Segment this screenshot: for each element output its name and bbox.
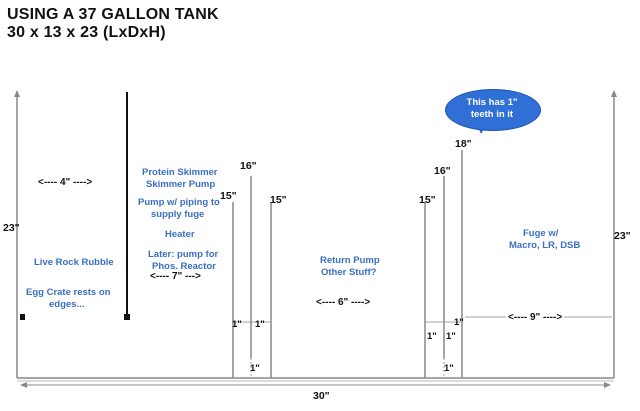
left-height-label: 23" [3, 222, 20, 234]
baffle-f-height: 18" [455, 138, 472, 150]
right-height-arrow-top [611, 90, 617, 97]
left-width-label: <---- 4" ----> [38, 177, 93, 188]
return-width-label: <---- 6" ----> [316, 297, 371, 308]
later-pump-label: Later: pump for [148, 249, 219, 260]
right-height-label: 23" [614, 230, 631, 242]
gap-c-label: 1" [427, 331, 437, 342]
egg-crate-label: Egg Crate rests on [26, 287, 111, 298]
callout-text: This has 1" teeth in it [445, 97, 539, 121]
return-pump-label: Return Pump [320, 255, 380, 266]
egg-crate-support-right [124, 314, 130, 320]
baffle-a-height: 15" [220, 190, 237, 202]
skimmer-width-label: <---- 7" ---> [150, 271, 201, 282]
total-length-label: 30" [310, 390, 333, 402]
egg-crate-support-left [20, 314, 25, 320]
pump-piping-label: Pump w/ piping to [138, 197, 220, 208]
heater-label: Heater [165, 229, 195, 240]
callout-line-2: teeth in it [470, 109, 514, 120]
baffle-c-height: 15" [270, 194, 287, 206]
live-rock-label: Live Rock Rubble [34, 257, 114, 268]
gap-d-label: 1" [446, 331, 456, 342]
fuge-contents-label: Macro, LR, DSB [509, 240, 581, 251]
baffle-d-height: 15" [419, 194, 436, 206]
egg-crate-label-2: edges... [49, 299, 85, 310]
baffle-b-height: 16" [240, 160, 257, 172]
gap-b-label: 1" [255, 319, 265, 330]
callout-line-1: This has 1" [466, 97, 518, 108]
other-stuff-label: Other Stuff? [321, 267, 377, 278]
gap-bottom-left-label: 1" [250, 363, 260, 374]
skimmer-label: Protein Skimmer [142, 167, 218, 178]
fuge-label: Fuge w/ [523, 228, 559, 239]
gap-bottom-right-label: 1" [444, 363, 454, 374]
length-arrow-right [604, 382, 611, 388]
left-height-arrow-top [14, 90, 20, 97]
page-subtitle: 30 x 13 x 23 (LxDxH) [7, 24, 166, 41]
gap-e-label: 1" [454, 317, 464, 328]
length-arrow-left [20, 382, 27, 388]
page-title: USING A 37 GALLON TANK [7, 6, 219, 23]
baffle-e-height: 16" [434, 165, 451, 177]
skimmer-pump-label: Skimmer Pump [146, 179, 216, 190]
phos-reactor-label: Phos. Reactor [152, 261, 216, 272]
gap-a-label: 1" [232, 319, 242, 330]
fuge-width-label: <---- 9" ----> [506, 311, 565, 324]
supply-fuge-label: supply fuge [151, 209, 205, 220]
callout-bubble [445, 89, 541, 131]
